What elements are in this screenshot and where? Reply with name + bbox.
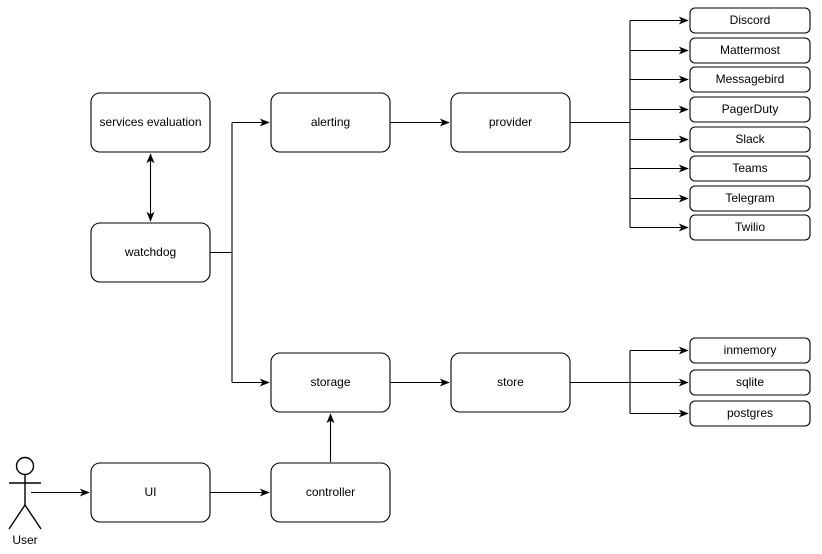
- node-alerting[interactable]: alerting: [270, 92, 391, 153]
- node-label: Telegram: [725, 191, 774, 205]
- node-label: inmemory: [724, 343, 777, 357]
- edge-provider-branches: [630, 16, 689, 232]
- node-box[interactable]: [450, 92, 571, 153]
- node-provider-mattermost[interactable]: Mattermost: [689, 37, 811, 64]
- node-label: storage: [310, 375, 350, 389]
- node-label: Teams: [732, 161, 767, 175]
- node-provider-twilio[interactable]: Twilio: [689, 214, 811, 241]
- node-label: watchdog: [124, 245, 176, 259]
- node-provider[interactable]: provider: [450, 92, 571, 153]
- node-provider-slack[interactable]: Slack: [689, 126, 811, 153]
- node-label: Mattermost: [720, 43, 781, 57]
- node-box[interactable]: [689, 126, 811, 153]
- node-box[interactable]: [689, 7, 811, 34]
- node-label: provider: [489, 115, 532, 129]
- node-box[interactable]: [689, 185, 811, 212]
- node-box[interactable]: [90, 92, 211, 153]
- node-store-sqlite[interactable]: sqlite: [689, 369, 811, 396]
- node-box[interactable]: [270, 462, 391, 523]
- node-box[interactable]: [689, 369, 811, 396]
- node-store-inmemory[interactable]: inmemory: [689, 337, 811, 364]
- actor-leg-right-icon: [24, 504, 42, 530]
- node-box[interactable]: [90, 222, 211, 283]
- node-box[interactable]: [90, 462, 211, 523]
- node-services-evaluation[interactable]: services evaluation: [90, 92, 211, 153]
- node-box[interactable]: [689, 96, 811, 123]
- node-label: Slack: [735, 132, 765, 146]
- node-provider-pagerduty[interactable]: PagerDuty: [689, 96, 811, 123]
- node-label: UI: [145, 485, 157, 499]
- node-watchdog[interactable]: watchdog: [90, 222, 211, 283]
- node-provider-messagebird[interactable]: Messagebird: [689, 66, 811, 93]
- node-label: Twilio: [735, 220, 765, 234]
- node-box[interactable]: [689, 337, 811, 364]
- node-box[interactable]: [689, 66, 811, 93]
- actor-leg-left-icon: [8, 504, 26, 530]
- actor-head-icon: [15, 456, 35, 476]
- node-label: postgres: [727, 406, 773, 420]
- actor-user[interactable]: User: [8, 456, 42, 548]
- node-store-postgres[interactable]: postgres: [689, 400, 811, 427]
- node-label: sqlite: [736, 375, 764, 389]
- node-label: controller: [306, 485, 355, 499]
- node-ui[interactable]: UI: [90, 462, 211, 523]
- node-label: services evaluation: [99, 115, 201, 129]
- node-provider-discord[interactable]: Discord: [689, 7, 811, 34]
- node-provider-teams[interactable]: Teams: [689, 155, 811, 182]
- provider-list: Discord Mattermost Messagebird PagerDuty…: [689, 7, 811, 241]
- node-box[interactable]: [270, 352, 391, 413]
- node-box[interactable]: [689, 214, 811, 241]
- node-box[interactable]: [450, 352, 571, 413]
- node-box[interactable]: [689, 37, 811, 64]
- node-label: Messagebird: [716, 72, 785, 86]
- node-store[interactable]: store: [450, 352, 571, 413]
- edge-layer: [31, 16, 689, 497]
- node-box[interactable]: [270, 92, 391, 153]
- node-box[interactable]: [689, 400, 811, 427]
- node-provider-telegram[interactable]: Telegram: [689, 185, 811, 212]
- edge-store-branches: [630, 346, 689, 418]
- node-box[interactable]: [689, 155, 811, 182]
- node-label: store: [497, 375, 524, 389]
- node-label: Discord: [730, 13, 771, 27]
- node-controller[interactable]: controller: [270, 462, 391, 523]
- node-storage[interactable]: storage: [270, 352, 391, 413]
- node-label: alerting: [311, 115, 350, 129]
- store-list: inmemory sqlite postgres: [689, 337, 811, 427]
- node-label: PagerDuty: [722, 102, 779, 116]
- actor-label: User: [12, 533, 37, 547]
